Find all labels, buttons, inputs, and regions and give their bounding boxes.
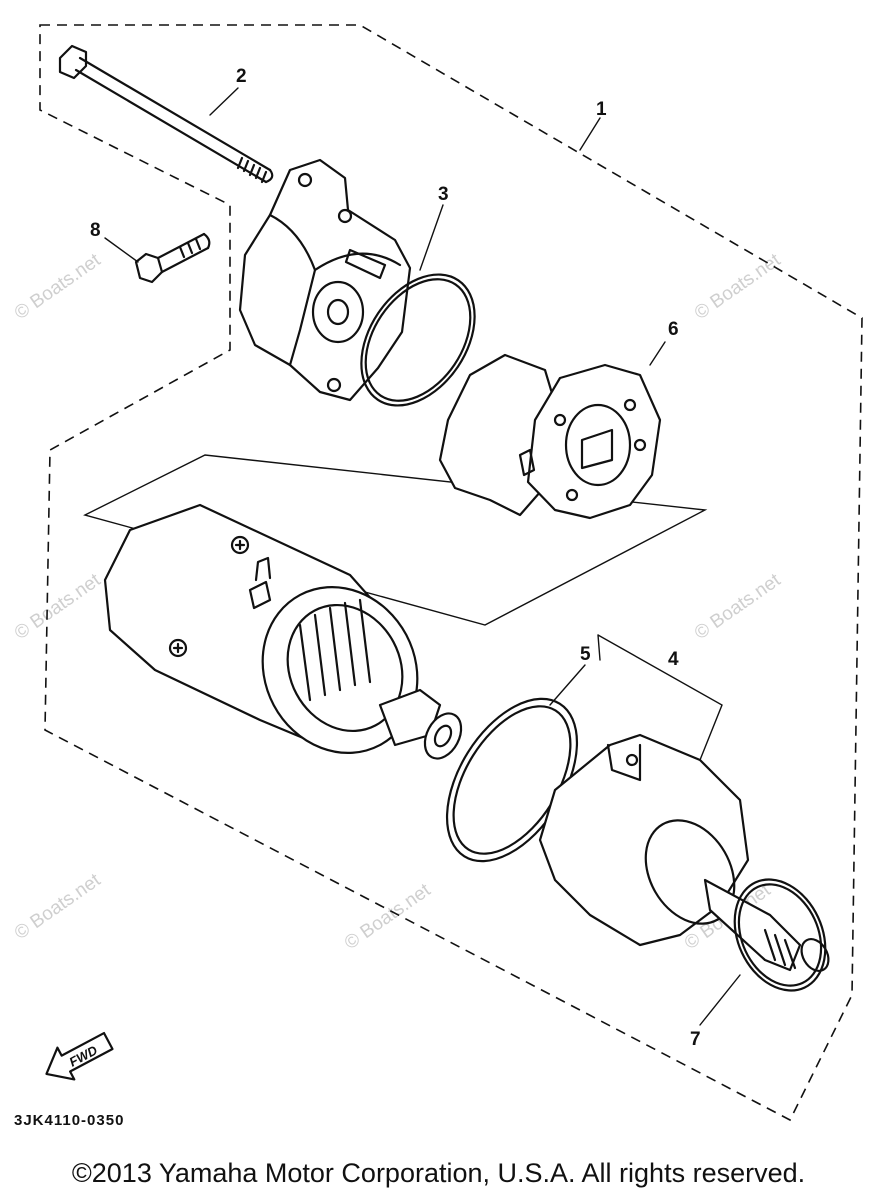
callout-4: 4 — [668, 649, 679, 670]
thrust-washer-hole — [433, 724, 453, 748]
assembly-outline — [39, 24, 863, 1122]
starter-motor-body — [103, 503, 442, 754]
callout-6: 6 — [668, 319, 679, 340]
fwd-arrow-icon: FWD — [45, 1031, 114, 1081]
leader-lines — [104, 87, 741, 1026]
callout-5: 5 — [580, 644, 591, 665]
callout-2: 2 — [236, 66, 247, 87]
through-bolt — [58, 44, 274, 184]
watermark: © Boats.net — [691, 249, 785, 324]
o-ring-large — [360, 273, 476, 407]
watermark: © Boats.net — [11, 869, 105, 944]
o-ring-large-inner — [364, 278, 472, 402]
callout-8: 8 — [90, 220, 101, 241]
brush-plate — [438, 353, 662, 520]
end-cover-housing — [238, 158, 412, 402]
watermark: © Boats.net — [691, 569, 785, 644]
copyright-notice: ©2013 Yamaha Motor Corporation, U.S.A. A… — [71, 1158, 806, 1188]
o-ring-small — [733, 878, 827, 992]
diagram-code: 3JK4110-0350 — [14, 1112, 124, 1129]
watermark: © Boats.net — [11, 569, 105, 644]
thrust-washer — [423, 712, 463, 760]
watermark: © Boats.net — [341, 879, 435, 954]
o-ring-small-inner — [737, 883, 823, 987]
watermark: © Boats.net — [11, 249, 105, 324]
small-bolt — [134, 232, 211, 284]
callout-1: 1 — [596, 99, 607, 120]
callout-7: 7 — [690, 1029, 701, 1050]
callout-3: 3 — [438, 184, 449, 205]
front-cover — [538, 733, 830, 972]
